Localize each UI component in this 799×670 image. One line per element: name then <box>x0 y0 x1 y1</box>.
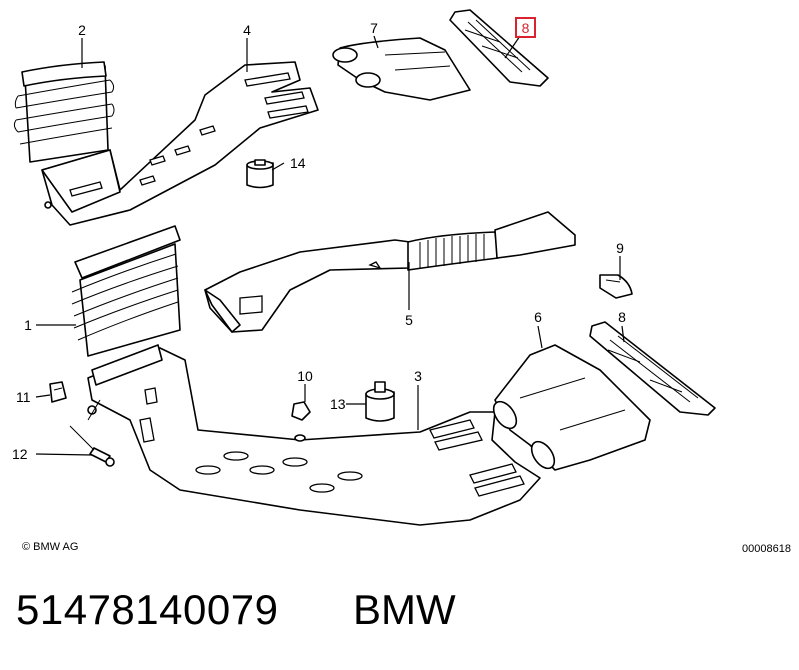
part-7-air-channel <box>332 37 471 101</box>
part-2-bellows <box>13 61 115 163</box>
callout-13: 13 <box>330 396 346 412</box>
callout-14: 14 <box>290 155 306 171</box>
callout-1: 1 <box>24 317 32 333</box>
part-10-clip <box>599 274 633 299</box>
callout-7: 7 <box>370 20 378 36</box>
leader-lines <box>35 35 625 456</box>
copyright-notice: © BMW AG <box>22 541 79 553</box>
part-1-bellows <box>71 225 181 357</box>
part-13-rubber-mount <box>365 381 395 422</box>
callout-4: 4 <box>243 22 251 38</box>
part-8-upper <box>449 9 549 87</box>
callout-3: 3 <box>414 368 422 384</box>
exploded-parts-diagram: 2 4 7 8 14 9 1 5 6 8 10 3 13 11 12 <box>12 9 716 526</box>
part-6-lower-channel <box>492 344 651 471</box>
part-11-clip <box>49 381 67 403</box>
part-number: 51478140079 <box>16 586 279 633</box>
callout-8-highlighted: 8 <box>522 20 530 36</box>
brand-name: BMW <box>353 586 456 633</box>
callout-12: 12 <box>12 446 28 462</box>
part-9-nut <box>291 401 311 442</box>
part-5-center-duct <box>204 211 576 333</box>
callout-11: 11 <box>16 389 31 405</box>
part-8-lower <box>589 321 716 416</box>
part-14-rubber-mount <box>246 159 274 189</box>
callout-8: 8 <box>618 309 626 325</box>
part-4-duct-plate <box>41 61 319 226</box>
callout-labels: 2 4 7 8 14 9 1 5 6 8 10 3 13 11 12 <box>12 17 626 462</box>
callout-9: 10 <box>297 368 313 384</box>
drawing-number: 00008618 <box>742 543 791 555</box>
callout-10: 9 <box>616 240 624 256</box>
callout-6: 6 <box>534 309 542 325</box>
part-3-floor-duct <box>87 344 541 526</box>
callout-2: 2 <box>78 22 86 38</box>
callout-5: 5 <box>405 312 413 328</box>
part-12-screw <box>69 399 115 467</box>
callout-8-highlight-box <box>515 17 536 38</box>
